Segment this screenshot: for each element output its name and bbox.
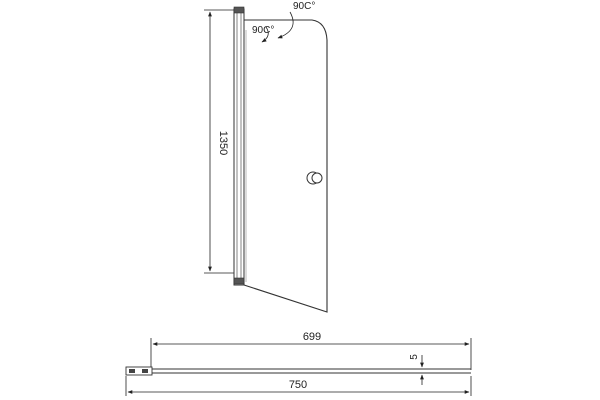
thickness-label: 5: [409, 354, 420, 360]
rotation-label-outer: 90C°: [293, 1, 315, 12]
rotation-arrow-inner-icon: [261, 26, 269, 43]
rotation-annotation-outer: 90C°: [277, 1, 315, 39]
inner-width-label: 699: [303, 331, 321, 343]
rotation-arrow-outer-icon: [277, 11, 294, 39]
rotation-annotation-inner: 90C°: [252, 25, 274, 43]
height-label: 1350: [217, 131, 229, 155]
rotation-label-inner: 90C°: [252, 25, 274, 36]
wall-profile: [233, 8, 245, 286]
glass-panel: [233, 6, 328, 313]
inner-width-dimension: 699: [150, 331, 472, 370]
glass-outline: [243, 19, 328, 313]
thickness-dimension: 5: [409, 354, 424, 385]
total-width-label: 750: [289, 379, 307, 391]
knob-icon: [306, 171, 323, 185]
plan-hinge: [125, 366, 153, 376]
panel-plan-view: [125, 366, 471, 376]
height-dimension: 1350: [204, 9, 244, 274]
total-width-dimension: 750: [125, 376, 472, 396]
